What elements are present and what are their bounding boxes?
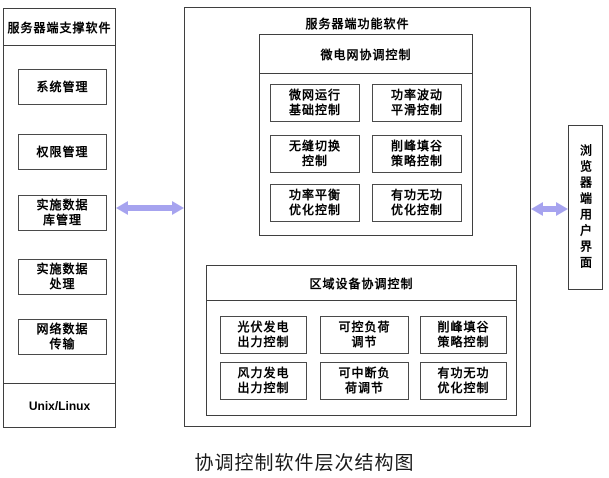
divider	[4, 383, 115, 384]
bidirectional-arrow-icon-left	[116, 201, 184, 215]
group-regional-device-coordination-control: 区域设备协调控制 光伏发电 出力控制 可控负荷 调节 削峰填谷 策略控制 风力发…	[206, 265, 517, 416]
diagram-caption: 协调控制软件层次结构图	[194, 453, 415, 474]
arrowhead-left	[531, 202, 543, 216]
arrow-shaft	[543, 206, 556, 212]
bidirectional-arrow-icon-right	[531, 202, 568, 216]
left-panel-title: 服务器端支撑软件	[4, 9, 115, 46]
right-panel-browser-ui: 浏览器端用户界面	[568, 125, 603, 290]
box-power-fluctuation-smoothing-control: 功率波动 平滑控制	[372, 84, 462, 122]
left-panel-supporting-software: 服务器端支撑软件 系统管理 权限管理 实施数据 库管理 实施数据 处理 网络数据…	[3, 8, 116, 428]
box-realtime-data-processing: 实施数据 处理	[18, 259, 107, 295]
box-power-balance-optimization-control: 功率平衡 优化控制	[270, 184, 360, 222]
group-microgrid-title: 微电网协调控制	[260, 35, 472, 74]
arrowhead-right	[556, 202, 568, 216]
arrowhead-left	[116, 201, 128, 215]
box-microgrid-basic-operation-control: 微网运行 基础控制	[270, 84, 360, 122]
group-microgrid-coordination-control: 微电网协调控制 微网运行 基础控制 功率波动 平滑控制 无缝切换 控制 削峰填谷…	[259, 34, 473, 236]
box-active-reactive-optimization-control: 有功无功 优化控制	[372, 184, 462, 222]
box-interruptible-load-regulation: 可中断负 荷调节	[320, 362, 409, 400]
right-panel-title: 浏览器端用户界面	[578, 143, 593, 272]
middle-panel-title: 服务器端功能软件	[305, 17, 410, 31]
middle-panel-functional-software: 服务器端功能软件 微电网协调控制 微网运行 基础控制 功率波动 平滑控制 无缝切…	[184, 7, 531, 427]
box-permission-management: 权限管理	[18, 134, 107, 170]
box-wind-generation-output-control: 风力发电 出力控制	[220, 362, 307, 400]
arrowhead-right	[172, 201, 184, 215]
box-system-management: 系统管理	[18, 69, 107, 105]
box-controllable-load-regulation: 可控负荷 调节	[320, 316, 409, 354]
box-pv-generation-output-control: 光伏发电 出力控制	[220, 316, 307, 354]
box-seamless-switching-control: 无缝切换 控制	[270, 135, 360, 173]
box-peak-shaving-strategy-control: 削峰填谷 策略控制	[372, 135, 462, 173]
box-active-reactive-optimization-control-2: 有功无功 优化控制	[420, 362, 507, 400]
group-regional-title: 区域设备协调控制	[207, 266, 516, 301]
box-network-data-transmission: 网络数据 传输	[18, 319, 107, 355]
arrow-shaft	[128, 205, 172, 211]
box-realtime-database-management: 实施数据 库管理	[18, 195, 107, 231]
os-label-unix-linux: Unix/Linux	[28, 399, 91, 413]
box-peak-shaving-strategy-control-2: 削峰填谷 策略控制	[420, 316, 507, 354]
